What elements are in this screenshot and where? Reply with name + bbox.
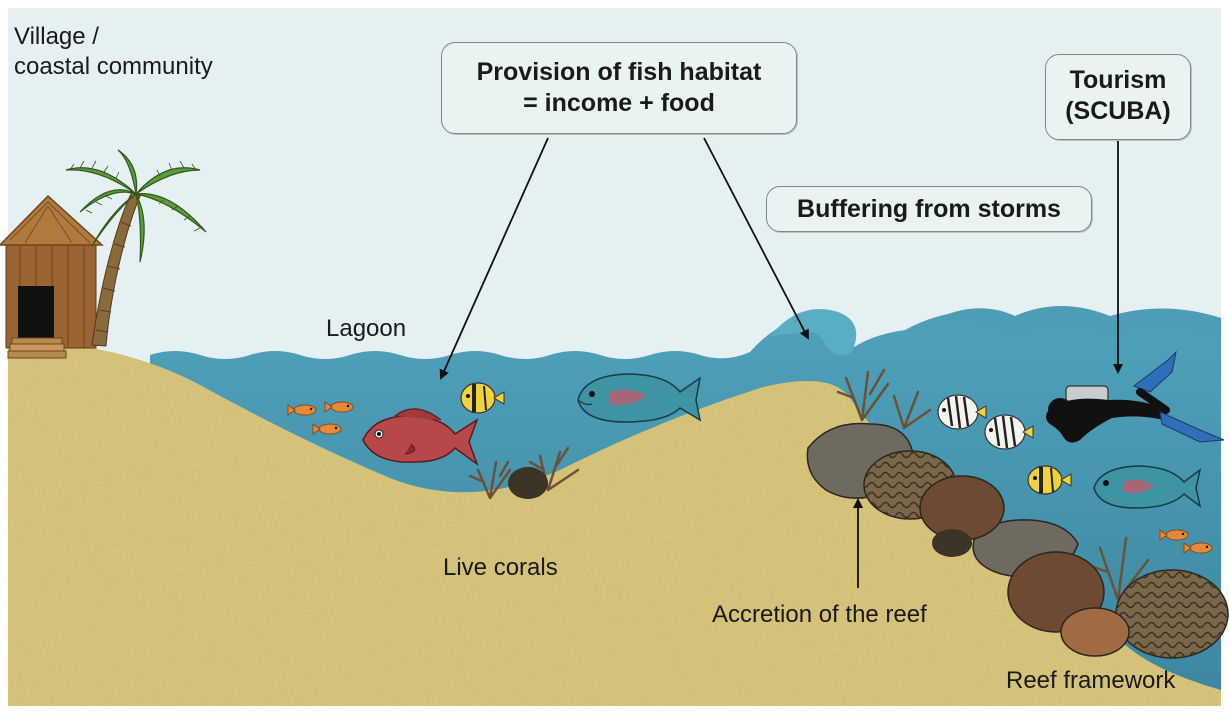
live-corals-label: Live corals bbox=[443, 553, 558, 583]
accretion-label: Accretion of the reef bbox=[712, 600, 927, 630]
tourism-line2: (SCUBA) bbox=[1046, 96, 1190, 127]
brain-coral-icon bbox=[508, 467, 548, 499]
fish-habitat-line2: = income + food bbox=[442, 88, 796, 119]
village-label-line1: Village / bbox=[14, 22, 213, 52]
tourism-line1: Tourism bbox=[1046, 65, 1190, 96]
village-label: Village / coastal community bbox=[14, 22, 213, 82]
lagoon-label: Lagoon bbox=[326, 314, 406, 344]
fish-habitat-callout: Provision of fish habitat = income + foo… bbox=[441, 42, 797, 134]
buffering-callout: Buffering from storms bbox=[766, 186, 1092, 232]
fish-habitat-line1: Provision of fish habitat bbox=[442, 57, 796, 88]
village-label-line2: coastal community bbox=[14, 52, 213, 82]
reef-framework-label: Reef framework bbox=[1006, 666, 1175, 696]
tourism-callout: Tourism (SCUBA) bbox=[1045, 54, 1191, 140]
